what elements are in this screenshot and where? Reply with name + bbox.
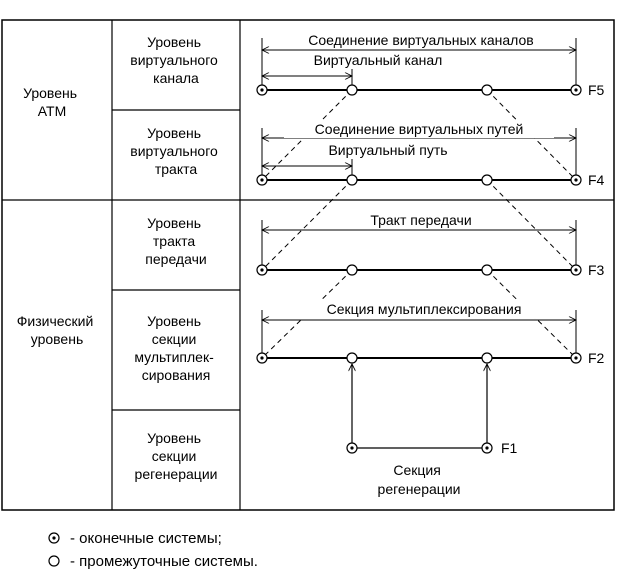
flow-f3-label: F3	[588, 262, 605, 278]
legend-intermediate-systems-text: - промежуточные системы.	[70, 553, 258, 570]
intermediate-system-node	[346, 174, 358, 186]
regen-bracket	[352, 364, 487, 449]
physical-layer-label: Физический уровень	[17, 313, 97, 347]
flow-f2-label: F2	[588, 350, 605, 366]
end-system-node	[256, 352, 268, 364]
intermediate-system-node	[481, 84, 493, 96]
legend-end-system-icon	[48, 532, 60, 544]
legend-intermediate-system-icon	[48, 555, 60, 567]
level-lines	[262, 89, 576, 359]
flow-f4-label: F4	[588, 172, 605, 188]
intermediate-system-node	[481, 174, 493, 186]
flow-f1-label: F1	[501, 440, 518, 456]
intermediate-system-node	[346, 264, 358, 276]
regen-section-level-label: Уровень секции регенерации	[135, 430, 218, 482]
end-system-node	[570, 174, 582, 186]
end-system-node	[256, 174, 268, 186]
vpc-label: Соединение виртуальных путей	[315, 121, 524, 137]
intermediate-system-node	[481, 352, 493, 364]
layer-table	[1, 19, 615, 511]
intermediate-system-node	[481, 264, 493, 276]
end-system-node	[570, 352, 582, 364]
vc-label: Виртуальный канал	[314, 52, 443, 68]
virtual-channel-level-label: Уровень виртуаль­ного канала	[130, 34, 221, 86]
table-border	[1, 19, 615, 511]
virtual-path-level-label: Уровень виртуального тракта	[130, 125, 221, 177]
intermediate-system-node	[346, 352, 358, 364]
legend: - оконечные системы; - промежуточные сис…	[48, 530, 258, 570]
end-system-node	[570, 264, 582, 276]
transmission-path-level-label: Уровень тракта передачи	[145, 215, 206, 267]
end-system-node	[481, 442, 493, 454]
flow-f5-label: F5	[588, 82, 605, 98]
end-system-node	[256, 84, 268, 96]
end-system-node	[346, 442, 358, 454]
nodes	[256, 84, 582, 454]
atm-layer-label: Уровень ATM	[23, 85, 81, 119]
intermediate-system-node	[346, 84, 358, 96]
ms-label: Секция мультиплексирования	[327, 301, 522, 317]
vp-label: Виртуальный путь	[328, 142, 447, 158]
end-system-node	[256, 264, 268, 276]
vcc-label: Соединение виртуальных каналов	[308, 32, 533, 48]
legend-end-systems-text: - оконечные системы;	[70, 530, 222, 547]
tp-label: Тракт передачи	[370, 212, 471, 228]
end-system-node	[570, 84, 582, 96]
multiplex-section-level-label: Уровень секции мультиплек- сирования	[134, 313, 217, 383]
regen-section-label: Секция регенерации	[378, 462, 461, 497]
